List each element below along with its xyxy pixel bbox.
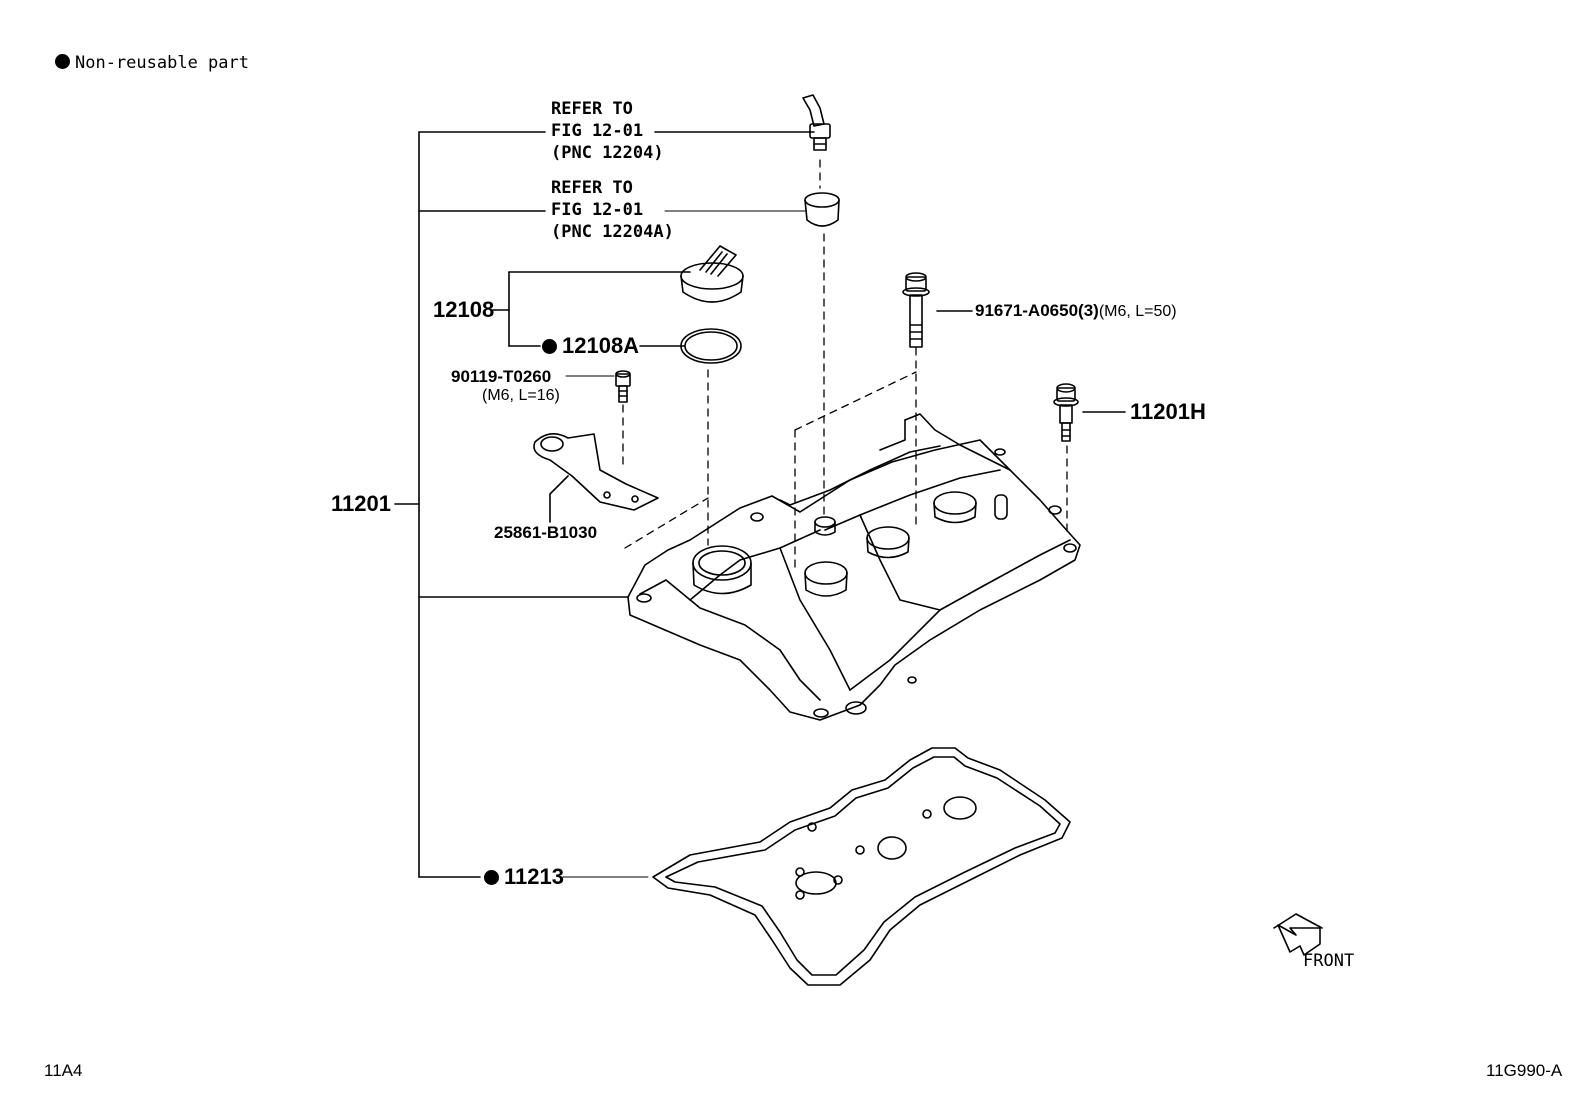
refer-2-line1: REFER TO — [551, 178, 633, 198]
bolt-spec-90119: (M6, L=16) — [482, 387, 560, 404]
part-number-25861: 25861-B1030 — [494, 523, 598, 542]
o-ring — [680, 328, 742, 364]
breather-fitting — [802, 94, 831, 151]
refer-label-1: REFER TO FIG 12-01 (PNC 12204) — [551, 98, 664, 164]
bracket-bolt — [615, 370, 631, 403]
part-number-12108a: 12108A — [542, 335, 639, 357]
part-number-91671-text: 91671-A0650(3) — [975, 301, 1099, 320]
footer-left-code: 11A4 — [44, 1061, 83, 1080]
front-arrow-icon — [1273, 913, 1323, 956]
oil-filler-cap — [680, 245, 744, 303]
leader-lines — [549, 131, 1126, 878]
part-number-12108: 12108 — [433, 297, 495, 322]
bracket-plate — [533, 433, 659, 511]
refer-1-line2: FIG 12-01 — [551, 121, 644, 141]
part-number-12108a-text: 12108A — [562, 333, 640, 358]
legend: Non-reusable part — [55, 54, 249, 72]
assembly-guide-lines — [622, 159, 1068, 571]
cylinder-head-cover — [627, 413, 1081, 721]
footer-right-code: 11G990-A — [1486, 1061, 1563, 1080]
part-number-11201h: 11201H — [1130, 399, 1206, 424]
non-reusable-dot-icon — [55, 54, 70, 69]
part-number-11213-text: 11213 — [504, 864, 564, 889]
refer-1-line3: (PNC 12204) — [551, 143, 664, 163]
stud-bolt — [1053, 383, 1079, 442]
non-reusable-dot-icon — [484, 870, 499, 885]
part-number-91671: 91671-A0650(3)(M6, L=50) — [975, 302, 1177, 320]
assembly-bracket-lines — [394, 131, 691, 878]
non-reusable-dot-icon — [542, 339, 557, 354]
legend-text: Non-reusable part — [75, 53, 249, 73]
part-number-11201: 11201 — [331, 491, 391, 516]
refer-label-2: REFER TO FIG 12-01 (PNC 12204A) — [551, 177, 674, 243]
head-cover-gasket — [652, 747, 1071, 986]
refer-2-line2: FIG 12-01 — [551, 200, 644, 220]
grommet — [804, 192, 840, 227]
part-number-90119: 90119-T0260 — [451, 367, 552, 386]
front-label: FRONT — [1303, 951, 1355, 971]
bolt-spec-91671: (M6, L=50) — [1098, 303, 1177, 320]
refer-1-line1: REFER TO — [551, 99, 633, 119]
cover-bolt — [902, 272, 930, 348]
part-number-11213: 11213 — [484, 866, 564, 888]
refer-2-line3: (PNC 12204A) — [551, 222, 674, 242]
